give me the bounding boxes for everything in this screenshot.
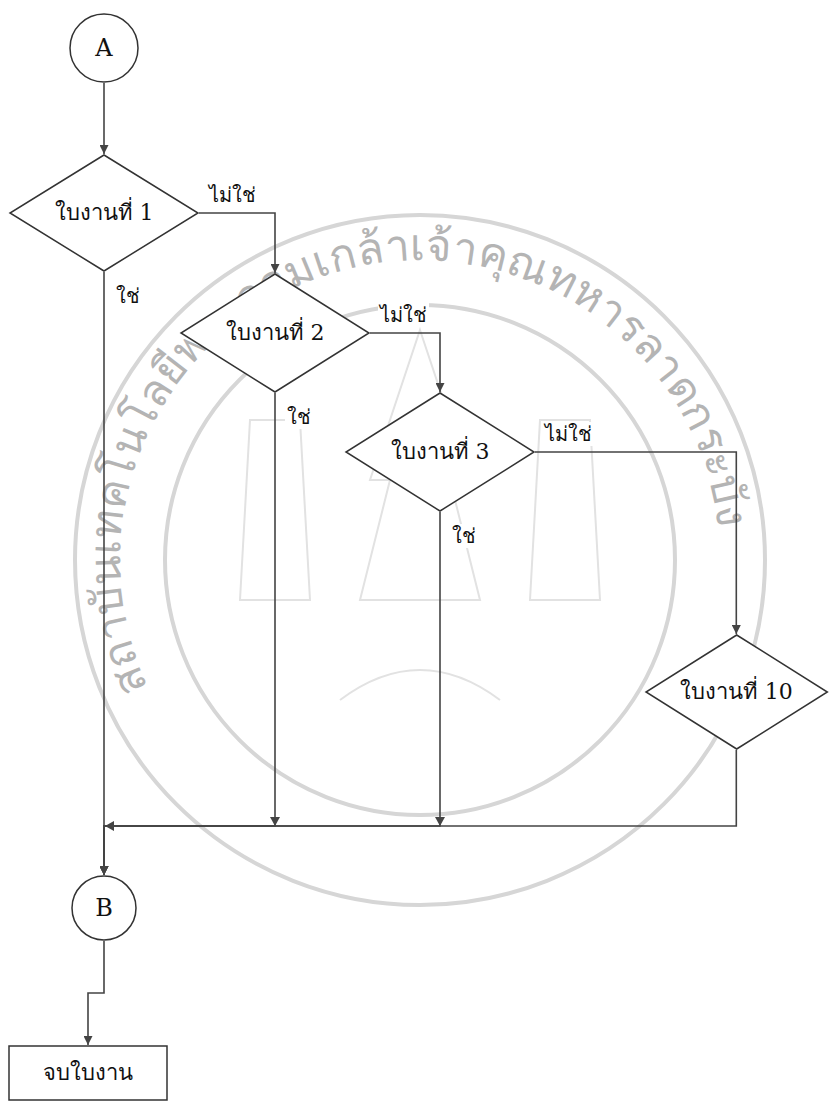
flow-connector [88, 941, 104, 1045]
terminal-box: จบใบงาน [8, 1045, 168, 1101]
decision-diamond: ใบงานที่ 2 [180, 273, 370, 393]
decision-diamond: ใบงานที่ 1 [9, 154, 199, 272]
node-text: A [95, 34, 112, 63]
flow-connector [104, 512, 440, 875]
decision-diamond: ใบงานที่ 3 [345, 392, 535, 512]
flow-connector [535, 452, 736, 634]
connector-circle: A [69, 13, 139, 83]
flow-connector [104, 393, 275, 875]
edge-label: ใช่ [285, 405, 313, 429]
node-text: จบใบงาน [43, 1060, 133, 1086]
node-text: ใบงานที่ 10 [680, 679, 793, 705]
node-text: ใบงานที่ 3 [391, 439, 490, 465]
watermark-text-group: สถาบันเทคโนโลยีพระจอมเกล้าเจ้าคุณทหารลาด… [79, 219, 759, 704]
node-text: ใบงานที่ 2 [226, 320, 325, 346]
watermark-ring [165, 305, 675, 815]
watermark-text: สถาบันเทคโนโลยีพระจอมเกล้าเจ้าคุณทหารลาด… [79, 219, 759, 704]
edge-label: ใช่ [450, 524, 478, 548]
edge-label: ใช่ [114, 284, 142, 308]
edge-label: ไม่ใช่ [207, 183, 258, 207]
flow-connector [199, 213, 275, 273]
connector-circle: B [71, 875, 137, 941]
edge-label: ไม่ใช่ [378, 303, 429, 327]
flow-connector [103, 83, 105, 154]
watermark-ring [75, 215, 765, 905]
node-text: ใบงานที่ 1 [55, 200, 154, 226]
flow-connector [104, 750, 736, 875]
node-text: B [95, 894, 113, 923]
flow-connector [103, 272, 105, 875]
decision-diamond: ใบงานที่ 10 [645, 634, 828, 750]
edge-label: ไม่ใช่ [543, 422, 594, 446]
watermark-emblem [240, 330, 600, 700]
flow-connector [370, 333, 440, 392]
